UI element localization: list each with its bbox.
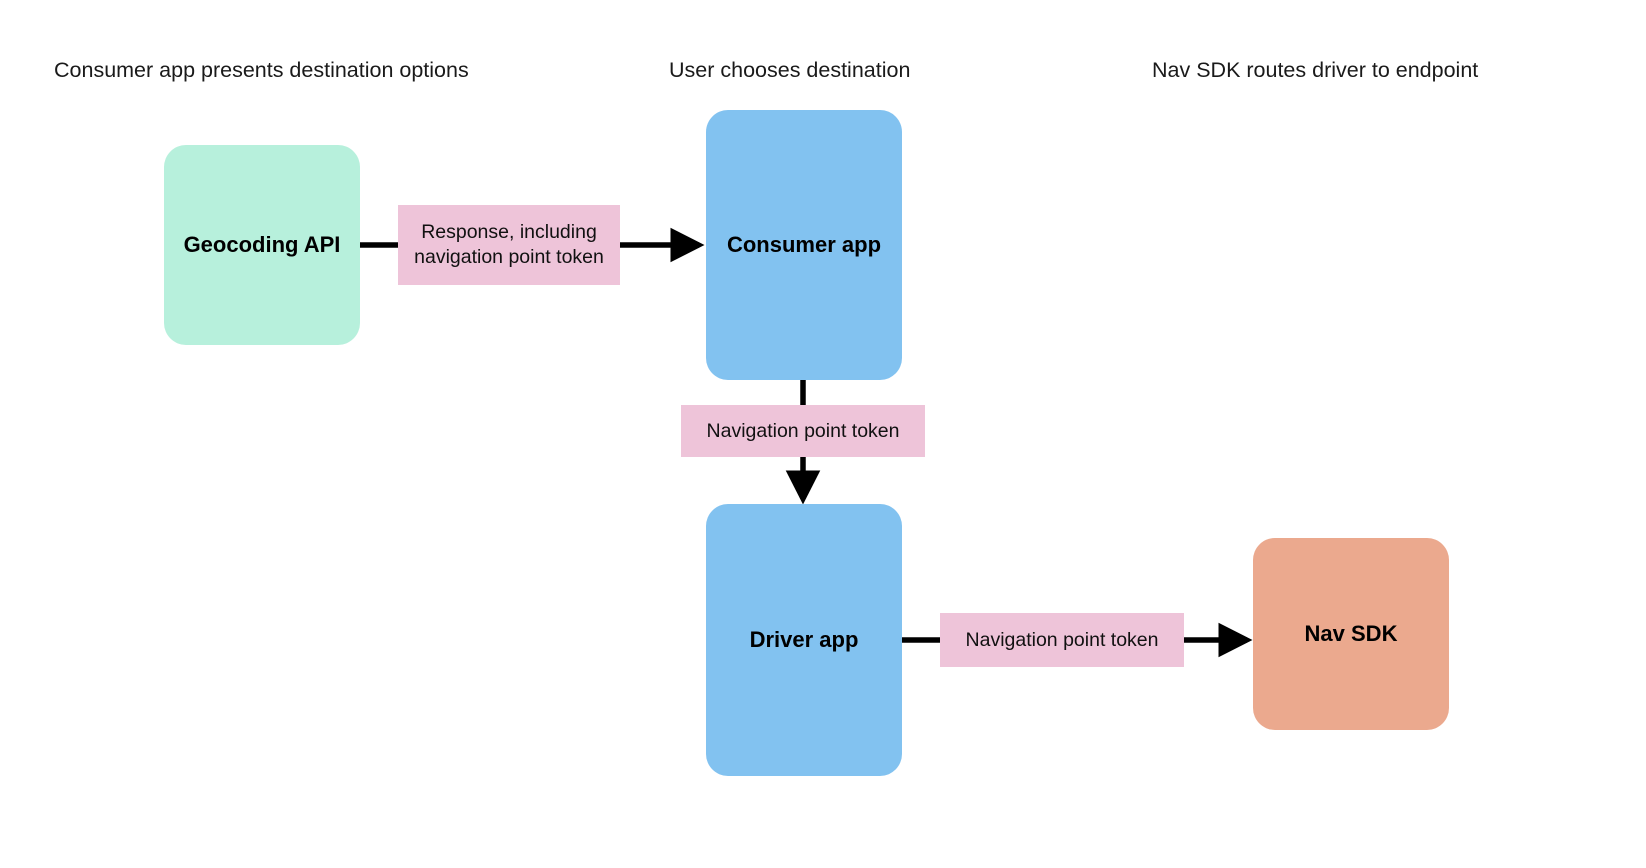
- node-consumer-app-label: Consumer app: [726, 232, 882, 257]
- edge-label-consumer-to-driver-text: Navigation point token: [706, 419, 900, 442]
- node-driver-app[interactable]: Driver app: [706, 504, 902, 776]
- edge-label-geocoding-to-consumer-text: Response, including navigation point tok…: [414, 221, 604, 268]
- node-nav-sdk[interactable]: Nav SDK: [1253, 538, 1449, 730]
- column-heading-user-chooses-destination: User chooses destination: [669, 58, 911, 82]
- edge-label-driver-to-nav-sdk-text: Navigation point token: [965, 628, 1159, 651]
- node-geocoding-api[interactable]: Geocoding API: [164, 145, 360, 345]
- column-heading-consumer-app-presents: Consumer app presents destination option…: [54, 58, 469, 82]
- edge-label-geocoding-to-consumer: Response, including navigation point tok…: [398, 205, 620, 285]
- node-nav-sdk-label: Nav SDK: [1304, 621, 1398, 646]
- edge-label-driver-to-nav-sdk: Navigation point token: [940, 613, 1184, 667]
- edge-label-consumer-to-driver: Navigation point token: [681, 405, 925, 457]
- node-consumer-app[interactable]: Consumer app: [706, 110, 902, 380]
- column-heading-nav-sdk-routes-driver: Nav SDK routes driver to endpoint: [1152, 58, 1479, 82]
- node-driver-app-label: Driver app: [749, 627, 859, 652]
- node-geocoding-api-label: Geocoding API: [183, 232, 341, 257]
